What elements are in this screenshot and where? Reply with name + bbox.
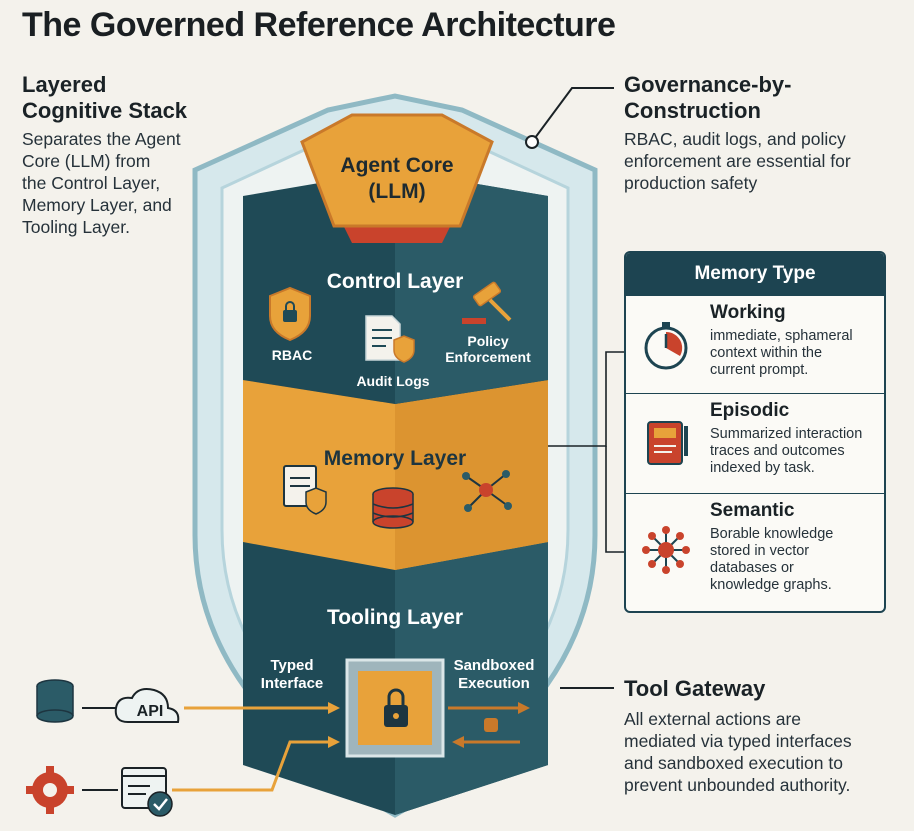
memory-episodic-title: Episodic: [710, 400, 790, 421]
tool-gateway-body-4: prevent unbounded authority.: [624, 775, 851, 795]
control-layer-label: Control Layer: [327, 270, 464, 293]
stopwatch-icon: [644, 322, 688, 370]
memory-working-desc-2: context within the: [710, 345, 823, 361]
governance-heading-1: Governance-by-: [624, 72, 792, 97]
external-database-icon: [36, 679, 74, 723]
memory-semantic-desc-2: stored in vector: [710, 543, 810, 559]
tool-gateway-callout: Tool Gateway All external actions are me…: [624, 676, 852, 796]
tool-gateway-box: [345, 658, 445, 758]
api-cloud-icon: [114, 688, 180, 723]
tooling-layer-label: Tooling Layer: [327, 606, 463, 629]
memory-type-card: Memory Type Working immediate, sphameral…: [624, 251, 886, 613]
memory-working-title: Working: [710, 302, 786, 323]
memory-episodic-desc-2: traces and outcomes: [710, 443, 845, 459]
sandbox-arrows-icon: [448, 702, 530, 748]
sandboxed-label-1: Sandboxed: [454, 657, 535, 674]
checked-window-icon: [121, 767, 173, 817]
memory-row-episodic: Episodic Summarized interaction traces a…: [626, 393, 884, 494]
governance-connector: [531, 87, 614, 143]
tool-gateway-body-2: mediated via typed interfaces: [624, 731, 852, 751]
memory-episodic-desc-1: Summarized interaction: [710, 426, 863, 442]
network-icon: [642, 526, 690, 574]
layered-stack-body-3: the Control Layer,: [22, 173, 161, 193]
memory-episodic-desc-3: indexed by task.: [710, 460, 815, 476]
tool-gateway-body-3: and sandboxed execution to: [624, 753, 843, 773]
memory-semantic-desc-3: databases or: [710, 560, 794, 576]
layered-stack-heading-2: Cognitive Stack: [22, 98, 188, 123]
sandboxed-label-2: Execution: [458, 675, 530, 692]
governance-body-3: production safety: [624, 173, 758, 193]
layered-stack-callout: Layered Cognitive Stack Separates the Ag…: [22, 72, 187, 238]
policy-label-1: Policy: [467, 333, 508, 349]
tool-gateway-body-1: All external actions are: [624, 709, 802, 729]
memory-connector: [518, 351, 624, 447]
tool-gateway-heading: Tool Gateway: [624, 676, 766, 701]
memory-type-header: Memory Type: [626, 253, 884, 295]
rbac-label: RBAC: [272, 347, 312, 363]
layered-stack-body-4: Memory Layer, and: [22, 195, 172, 215]
agent-core-line2: (LLM): [368, 180, 425, 203]
policy-label-2: Enforcement: [445, 349, 531, 365]
memory-row-working: Working immediate, sphameral context wit…: [626, 295, 884, 394]
layered-stack-body-1: Separates the Agent: [22, 129, 181, 149]
gavel-icon: [462, 281, 512, 324]
governance-body-2: enforcement are essential for: [624, 151, 851, 171]
layered-stack-heading-1: Layered: [22, 72, 107, 97]
typed-interface-label-1: Typed: [270, 657, 313, 674]
memory-semantic-title: Semantic: [710, 500, 795, 521]
memory-working-desc-3: current prompt.: [710, 362, 809, 378]
page-title: The Governed Reference Architecture: [22, 6, 616, 44]
api-label: API: [137, 703, 164, 720]
layered-stack-body-5: Tooling Layer.: [22, 217, 130, 237]
typed-interface-label-2: Interface: [261, 675, 324, 692]
memory-semantic-desc-1: Borable knowledge: [710, 526, 834, 542]
layered-stack-body-2: Core (LLM) from: [22, 151, 151, 171]
memory-working-desc-1: immediate, sphameral: [710, 328, 853, 344]
agent-core-line1: Agent Core: [340, 154, 453, 177]
book-icon: [647, 421, 688, 465]
document-shield-icon: [283, 465, 327, 515]
audit-logs-icon: [365, 315, 415, 363]
rbac-shield-icon: [269, 286, 311, 342]
governance-callout: Governance-by- Construction RBAC, audit …: [624, 72, 851, 194]
governance-body-1: RBAC, audit logs, and policy: [624, 129, 846, 149]
settings-gear-icon: [26, 766, 74, 814]
memory-row-semantic: Semantic Borable knowledge stored in vec…: [626, 493, 884, 611]
governance-heading-2: Construction: [624, 98, 761, 123]
audit-logs-label: Audit Logs: [356, 373, 429, 389]
database-icon: [372, 487, 414, 529]
memory-layer-label: Memory Layer: [324, 447, 466, 470]
network-graph-icon: [462, 470, 512, 512]
memory-semantic-desc-4: knowledge graphs.: [710, 577, 832, 593]
